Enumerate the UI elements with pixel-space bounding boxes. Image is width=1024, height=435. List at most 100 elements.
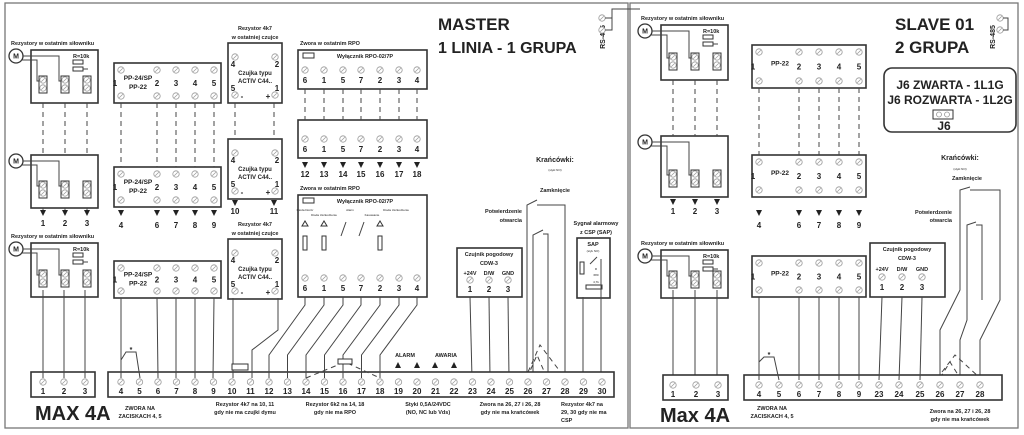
rpo-title: Wyłącznik RPO-02/7P [337,54,393,60]
pin: 2 [275,256,280,265]
output-number: 8 [837,221,842,230]
pp-pin-number: 5 [857,172,862,181]
screw-slot [879,274,885,280]
screw-slot [358,275,364,281]
arrow-down-icon [84,210,90,216]
pp-pin-number: 1 [113,79,118,88]
rpo-pin: 5 [341,284,346,293]
screw-slot [505,277,511,283]
rpo-pin: 4 [415,284,420,293]
wire [268,297,306,378]
screw-slot [377,67,383,73]
wire [898,296,903,381]
screw-slot [896,382,902,388]
pp-pin-number: 4 [193,79,198,88]
resistor-label: R=10k [703,29,720,35]
master-subtitle: 1 LINIA - 1 GRUPA [438,40,577,57]
screw-slot [321,275,327,281]
screw-slot [467,277,473,283]
screw-slot [272,250,278,256]
screw-slot [486,277,492,283]
screw-slot [84,190,90,196]
arrow-down-icon [358,162,364,168]
detector-type: ACTIV C44.. [238,175,272,181]
terminal-number: 9 [211,387,216,396]
resistor-icon [702,34,714,40]
screw-slot [488,379,494,385]
screw-slot [173,93,179,99]
detector-type: Czujka typu [238,167,272,173]
screw-slot [154,67,160,73]
weather-pin: 3 [920,283,925,292]
screw-slot [796,49,802,55]
screw-slot [714,280,720,286]
rpo-pin: 1 [322,284,327,293]
screw-slot [211,379,216,385]
motor-label: M [642,254,648,261]
screw-slot [414,275,420,281]
screw-slot [581,379,586,385]
screw-slot [756,382,762,388]
screw-slot [358,136,364,142]
limit-switch-title: Krańcówki: [941,155,979,162]
resistor-icon [321,235,327,251]
screw-slot [599,27,605,33]
screw-slot [756,159,762,165]
resistor-sub: w ostatniej czujce [231,35,279,41]
terminal-number: 27 [542,387,551,396]
screw-slot [232,54,238,60]
arrow-down-icon [271,200,277,206]
wire [361,297,400,378]
screw-slot [118,171,124,177]
actuator-label: Rezystory w ostatnim siłowniku [641,16,724,22]
screw-slot [118,265,124,271]
terminal-number: 23 [875,390,884,399]
rpo-pin: 6 [303,284,308,293]
screw-slot [84,77,90,83]
pp-label: PP-22 [771,61,789,68]
screw-slot [937,382,943,388]
screw-slot [232,288,238,294]
terminal-number: 24 [487,387,496,396]
screw-slot [396,379,401,385]
screw-slot [40,85,46,91]
wire [212,297,215,379]
resistor-label: R=10k [703,254,720,260]
resistor-icon [337,358,353,365]
screw-slot [670,62,676,68]
screw-slot [692,54,698,60]
resistor-label: R=10k [73,54,90,60]
pp-pin-number: 2 [797,172,802,181]
screw-slot [232,150,238,156]
rpo-pin: 4 [415,145,420,154]
screw-slot [40,182,46,188]
limit-switch-sub: (styki NO) [548,168,561,172]
screw-slot [61,379,67,385]
terminal-number: 10 [228,387,237,396]
pp-box [113,62,222,104]
resistor-icon [72,252,84,258]
pin: 4 [231,60,236,69]
screw-slot [84,182,90,188]
terminal-number: 2 [62,387,67,396]
resistor-icon [579,261,585,275]
weather-pin-label: +24V [876,267,889,273]
j6-pin [944,111,950,118]
pp-pin-number: 1 [113,276,118,285]
screw-slot [919,274,925,280]
terminal-number: 3 [716,390,721,399]
limit-switch-close [939,186,971,380]
screw-slot [796,78,802,84]
screw-slot [876,382,882,388]
detector-type: ACTIV C44.. [238,79,272,85]
screw-slot [118,379,124,385]
pp-pin-number: 3 [174,276,179,285]
screw-slot [670,179,676,185]
screw-slot [856,49,862,55]
resistor-icon [72,59,84,65]
detector-type: Czujka typu [238,71,272,77]
pp-pin-number: 1 [751,172,756,181]
wire [970,189,1001,380]
pp-pin-number: 5 [212,276,217,285]
screw-slot [62,77,68,83]
